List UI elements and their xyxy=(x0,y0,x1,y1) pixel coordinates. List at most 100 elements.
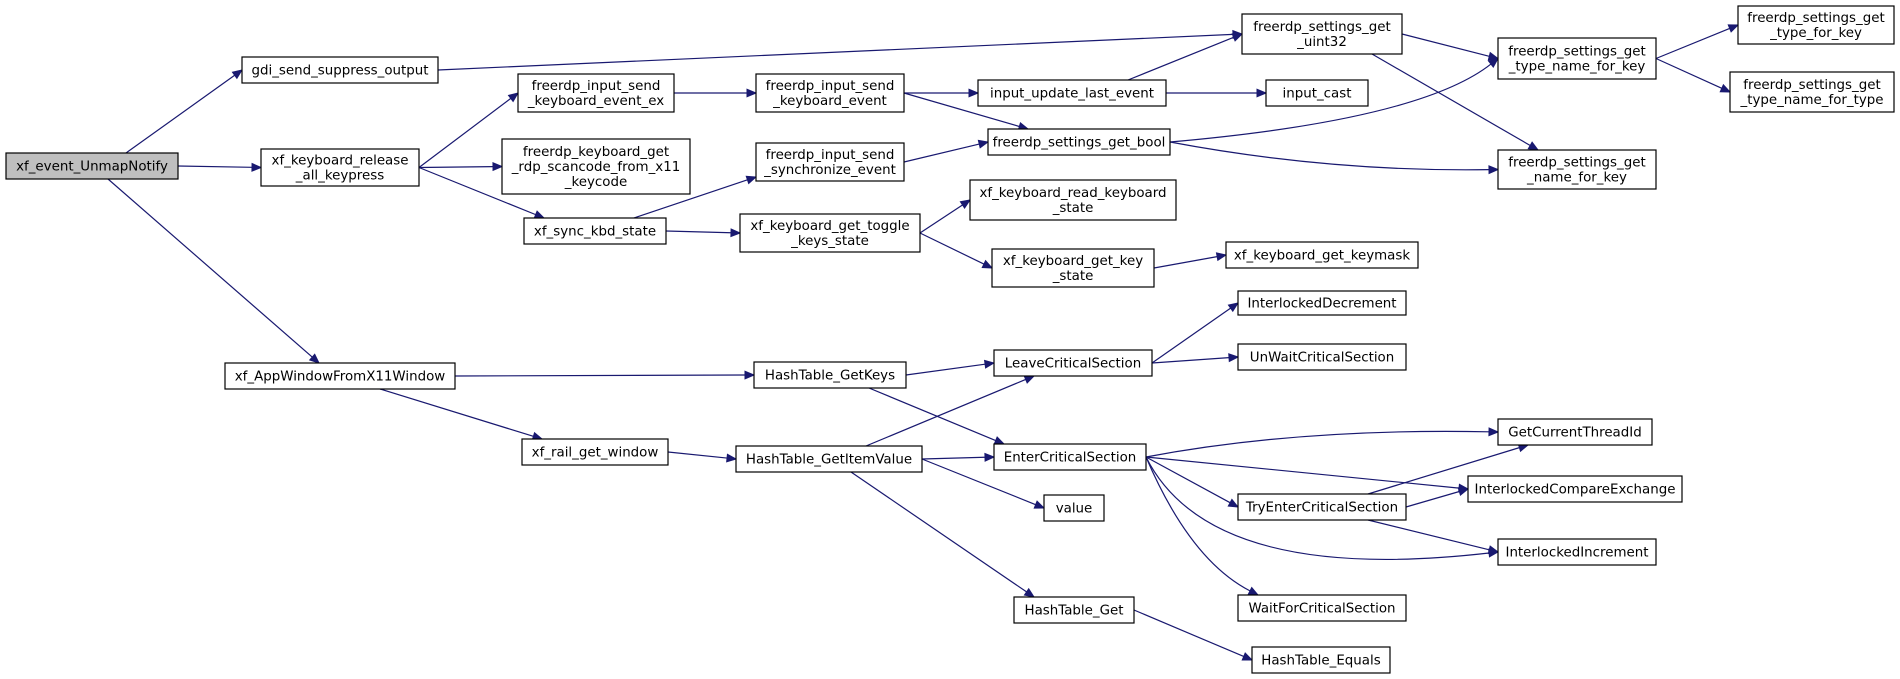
node-box xyxy=(991,248,1155,288)
node-freerdp_keyboard_get_rdp_scancode_from_x11_keycode[interactable]: freerdp_keyboard_get_rdp_scancode_from_x… xyxy=(501,138,691,195)
node-box xyxy=(739,213,921,253)
node-label: EnterCriticalSection xyxy=(1004,451,1137,466)
edge-line xyxy=(633,179,748,219)
node-box xyxy=(1237,290,1407,316)
node-UnWaitCriticalSection[interactable]: UnWaitCriticalSection xyxy=(1237,343,1407,371)
edge-line xyxy=(868,387,996,442)
arrowhead-icon xyxy=(1241,652,1254,661)
arrowhead-icon xyxy=(507,92,520,103)
edge-LeaveCriticalSection-to-InterlockedDecrement xyxy=(1151,302,1240,364)
edge-freerdp_settings_get_bool-to-freerdp_settings_get_type_name_for_key xyxy=(1169,57,1500,143)
arrowhead-icon xyxy=(1227,498,1240,508)
edge-line xyxy=(1151,307,1231,364)
node-label: xf_AppWindowFromX11Window xyxy=(235,370,446,385)
edge-HashTable_GetItemValue-to-value xyxy=(921,458,1046,509)
edge-xf_event_UnmapNotify-to-xf_keyboard_release_all_keypress xyxy=(177,162,263,172)
node-LeaveCriticalSection[interactable]: LeaveCriticalSection xyxy=(993,349,1153,377)
node-xf_keyboard_get_key_state[interactable]: xf_keyboard_get_key_state xyxy=(991,248,1155,288)
edge-freerdp_input_send_keyboard_event_ex-to-freerdp_input_send_keyboard_event xyxy=(674,88,758,98)
node-box xyxy=(523,217,667,245)
edge-freerdp_settings_get_uint32-to-freerdp_settings_get_type_name_for_key xyxy=(1401,33,1500,61)
node-freerdp_settings_get_name_for_key[interactable]: freerdp_settings_get_name_for_key xyxy=(1497,149,1657,190)
node-InterlockedCompareExchange[interactable]: InterlockedCompareExchange xyxy=(1467,475,1683,503)
arrowhead-icon xyxy=(1023,587,1036,598)
node-label: freerdp_settings_get xyxy=(1743,78,1880,93)
node-xf_keyboard_get_toggle_keys_state[interactable]: xf_keyboard_get_toggle_keys_state xyxy=(739,213,921,253)
edge-line xyxy=(1145,456,1231,504)
node-label: gdi_send_suppress_output xyxy=(251,64,428,79)
edge-EnterCriticalSection-to-GetCurrentThreadId xyxy=(1145,427,1500,458)
node-freerdp_settings_get_uint32[interactable]: freerdp_settings_get_uint32 xyxy=(1241,13,1403,55)
node-freerdp_input_send_synchronize_event[interactable]: freerdp_input_send_synchronize_event xyxy=(755,142,905,182)
node-label: _keycode xyxy=(564,175,627,190)
arrowhead-icon xyxy=(745,175,758,185)
node-label: _state xyxy=(1052,269,1094,284)
arrowhead-icon xyxy=(251,162,263,172)
edges-layer xyxy=(107,24,1740,661)
node-box xyxy=(1497,149,1657,190)
node-TryEnterCriticalSection[interactable]: TryEnterCriticalSection xyxy=(1237,493,1407,521)
arrowhead-icon xyxy=(977,139,990,149)
node-label: freerdp_settings_get xyxy=(1253,20,1390,35)
node-box xyxy=(1237,493,1407,521)
node-input_cast[interactable]: input_cast xyxy=(1265,79,1369,107)
edge-xf_sync_kbd_state-to-xf_keyboard_get_toggle_keys_state xyxy=(665,228,742,238)
edge-xf_keyboard_release_all_keypress-to-freerdp_input_send_keyboard_event_ex xyxy=(418,92,520,168)
edge-xf_sync_kbd_state-to-freerdp_input_send_synchronize_event xyxy=(633,175,758,219)
node-label: freerdp_settings_get_bool xyxy=(993,136,1166,151)
edge-xf_keyboard_release_all_keypress-to-freerdp_keyboard_get_rdp_scancode_from_x11_keycode xyxy=(418,162,504,172)
node-gdi_send_suppress_output[interactable]: gdi_send_suppress_output xyxy=(241,56,439,84)
node-box xyxy=(755,142,905,182)
node-value[interactable]: value xyxy=(1043,494,1105,522)
edge-line xyxy=(903,92,1020,128)
node-label: HashTable_Equals xyxy=(1261,654,1380,669)
node-freerdp_settings_get_bool[interactable]: freerdp_settings_get_bool xyxy=(987,128,1171,156)
node-InterlockedDecrement[interactable]: InterlockedDecrement xyxy=(1237,290,1407,316)
node-freerdp_settings_get_type_for_key[interactable]: freerdp_settings_get_type_for_key xyxy=(1737,5,1895,45)
edge-HashTable_Get-to-HashTable_Equals xyxy=(1133,609,1254,661)
node-label: _rdp_scancode_from_x11 xyxy=(511,160,681,175)
node-xf_keyboard_read_keyboard_state[interactable]: xf_keyboard_read_keyboard_state xyxy=(969,179,1177,221)
edge-line xyxy=(1145,430,1490,458)
node-label: input_cast xyxy=(1283,87,1352,102)
node-HashTable_Get[interactable]: HashTable_Get xyxy=(1013,596,1135,624)
node-input_update_last_event[interactable]: input_update_last_event xyxy=(977,79,1167,107)
node-xf_keyboard_get_keymask[interactable]: xf_keyboard_get_keymask xyxy=(1225,241,1419,269)
node-xf_AppWindowFromX11Window[interactable]: xf_AppWindowFromX11Window xyxy=(224,362,456,390)
node-HashTable_Equals[interactable]: HashTable_Equals xyxy=(1251,646,1391,674)
edge-line xyxy=(1655,27,1730,60)
edge-line xyxy=(1371,53,1531,147)
edge-EnterCriticalSection-to-InterlockedCompareExchange xyxy=(1145,456,1470,493)
edge-xf_keyboard_get_toggle_keys_state-to-xf_keyboard_get_key_state xyxy=(919,232,994,269)
edge-xf_rail_get_window-to-HashTable_GetItemValue xyxy=(667,451,738,463)
node-box xyxy=(735,445,923,473)
node-freerdp_input_send_keyboard_event_ex[interactable]: freerdp_input_send_keyboard_event_ex xyxy=(517,73,675,113)
edge-line xyxy=(1367,519,1490,551)
edge-TryEnterCriticalSection-to-InterlockedIncrement xyxy=(1367,519,1500,555)
node-freerdp_settings_get_type_name_for_type[interactable]: freerdp_settings_get_type_name_for_type xyxy=(1729,71,1895,113)
node-box xyxy=(1265,79,1369,107)
node-WaitForCriticalSection[interactable]: WaitForCriticalSection xyxy=(1237,594,1407,622)
edge-HashTable_GetItemValue-to-HashTable_Get xyxy=(850,471,1036,598)
node-HashTable_GetItemValue[interactable]: HashTable_GetItemValue xyxy=(735,445,923,473)
arrowhead-icon xyxy=(1487,57,1500,68)
edge-input_update_last_event-to-input_cast xyxy=(1166,88,1268,98)
node-label: _keyboard_event_ex xyxy=(527,94,664,109)
edge-line xyxy=(1367,447,1520,495)
node-label: _state xyxy=(1052,201,1094,216)
node-xf_rail_get_window[interactable]: xf_rail_get_window xyxy=(521,438,669,466)
node-InterlockedIncrement[interactable]: InterlockedIncrement xyxy=(1497,538,1657,566)
node-EnterCriticalSection[interactable]: EnterCriticalSection xyxy=(993,443,1147,471)
node-HashTable_GetKeys[interactable]: HashTable_GetKeys xyxy=(753,361,907,389)
node-label: _all_keypress xyxy=(295,169,384,184)
node-xf_sync_kbd_state[interactable]: xf_sync_kbd_state xyxy=(523,217,667,245)
node-GetCurrentThreadId[interactable]: GetCurrentThreadId xyxy=(1497,418,1653,446)
node-label: xf_keyboard_get_key xyxy=(1003,254,1143,269)
node-label: _name_for_key xyxy=(1526,171,1627,186)
node-freerdp_input_send_keyboard_event[interactable]: freerdp_input_send_keyboard_event xyxy=(755,73,905,113)
node-xf_keyboard_release_all_keypress[interactable]: xf_keyboard_release_all_keypress xyxy=(260,148,420,187)
node-xf_event_UnmapNotify[interactable]: xf_event_UnmapNotify xyxy=(5,152,179,180)
node-label: _uint32 xyxy=(1296,35,1347,50)
node-freerdp_settings_get_type_name_for_key[interactable]: freerdp_settings_get_type_name_for_key xyxy=(1497,37,1657,80)
edge-input_update_last_event-to-freerdp_settings_get_uint32 xyxy=(1127,33,1244,81)
